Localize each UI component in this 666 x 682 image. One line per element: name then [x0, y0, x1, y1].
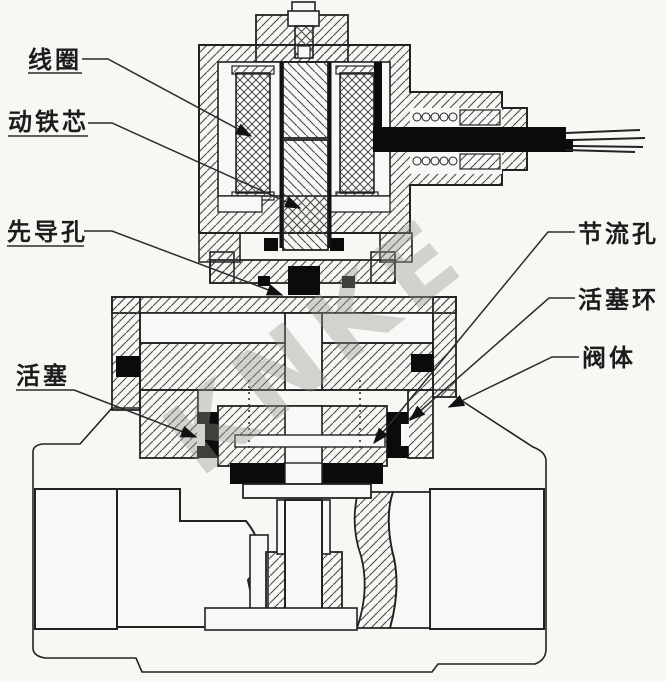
label-coil: 线圈 [28, 47, 82, 74]
bonnet-oring-left [116, 356, 140, 377]
label-throttle-hole: 节流孔 [578, 221, 659, 248]
label-piston: 活塞 [16, 362, 70, 390]
bonnet-section [111, 296, 457, 411]
solenoid-assembly [198, 1, 646, 263]
moving-iron-core [282, 139, 329, 251]
part-labels: 线圈 动铁芯 先导孔 活塞 节流孔 活塞环 阀体 [7, 47, 659, 390]
gland-spring-detail [412, 112, 458, 166]
cable-wires [565, 129, 646, 153]
label-piston-ring: 活塞环 [578, 286, 659, 314]
fixed-core [282, 61, 329, 139]
piston-ring-left [197, 412, 218, 458]
valve-body-section [32, 389, 547, 673]
label-valve-body: 阀体 [582, 345, 636, 372]
coil-winding-left [235, 72, 271, 194]
label-moving-core: 动铁芯 [8, 109, 89, 136]
label-pilot-hole: 先导孔 [7, 219, 88, 246]
cable [373, 127, 573, 152]
coil-winding-right [339, 72, 375, 194]
pilot-seal [288, 266, 320, 295]
piston-ring-right [387, 412, 408, 458]
bonnet-oring-right [411, 354, 434, 372]
leader-lines [7, 58, 579, 445]
